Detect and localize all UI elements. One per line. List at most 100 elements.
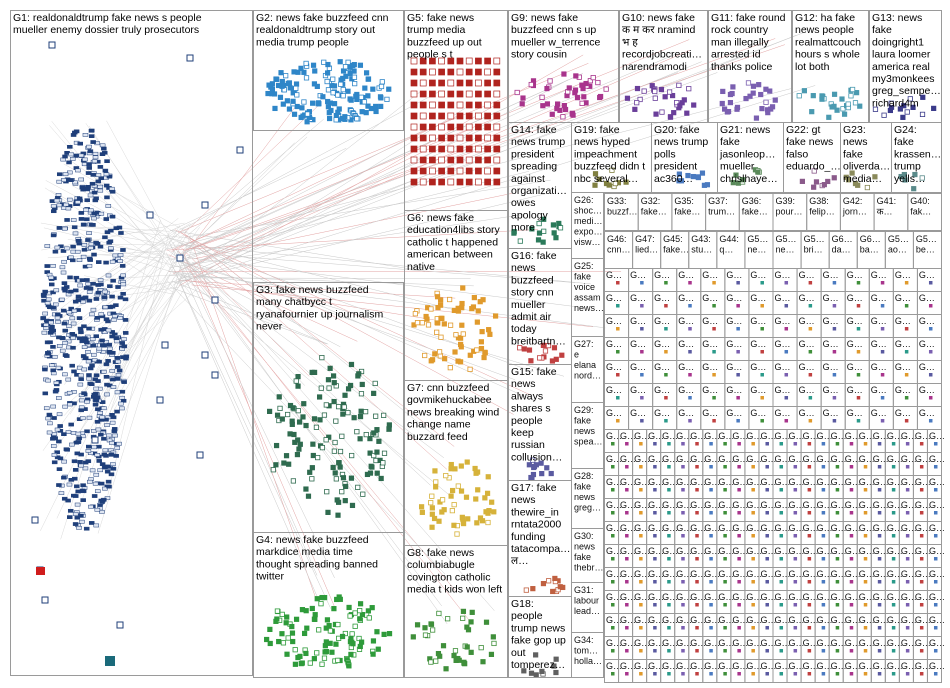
node-g6 <box>474 347 480 353</box>
group-label-line: G5… <box>916 234 937 244</box>
small-group-label: G… <box>750 293 766 303</box>
node-g1 <box>71 369 77 374</box>
small-group-label: G… <box>606 638 622 648</box>
node-small <box>904 350 909 354</box>
node-g1 <box>47 305 53 309</box>
node-g7 <box>482 495 488 501</box>
node-small <box>723 672 727 676</box>
node-g2 <box>278 70 284 76</box>
small-group-label: G… <box>775 592 791 602</box>
node-g12 <box>796 93 802 99</box>
small-group-label: G… <box>662 523 678 533</box>
group-label-line: trump media <box>407 24 466 36</box>
node-g1 <box>84 340 90 345</box>
group-label-g37: G37:trum… <box>708 196 735 217</box>
node-g4 <box>289 623 295 630</box>
node-small <box>877 672 882 676</box>
node-g3 <box>381 450 388 456</box>
node-g4 <box>327 640 333 646</box>
edge <box>166 252 332 609</box>
node-small <box>616 327 620 331</box>
node-small <box>832 281 837 285</box>
group-label-line: buzzf… <box>607 207 638 217</box>
node-small <box>611 649 615 653</box>
node-g1 <box>201 351 209 359</box>
node-g1 <box>103 183 110 188</box>
node-small <box>905 534 910 538</box>
node-g15 <box>531 464 537 471</box>
node-small <box>779 649 784 653</box>
node-g1 <box>104 469 111 474</box>
small-group-label: G… <box>732 615 748 625</box>
group-label-g42: G42:jorn… <box>842 196 867 217</box>
group-label-line: native <box>407 261 435 273</box>
group-label-line: G23: <box>843 124 866 136</box>
node-g6 <box>447 365 453 371</box>
group-label-line: lead… <box>574 606 600 616</box>
small-group-label: G… <box>817 569 833 579</box>
node-g1 <box>102 235 108 240</box>
node-g2 <box>378 83 385 90</box>
group-label-line: G6: news fake <box>407 212 474 224</box>
node-g1 <box>116 225 123 230</box>
node-small <box>779 534 784 538</box>
node-small <box>880 281 885 285</box>
node-g1 <box>67 144 73 149</box>
node-small <box>863 488 868 492</box>
node-small <box>639 557 643 561</box>
node-g3 <box>343 483 349 490</box>
node-g1 <box>74 451 81 456</box>
node-small <box>709 534 713 538</box>
node-g6 <box>428 358 434 364</box>
group-label-line: fak… <box>910 207 931 217</box>
node-small <box>928 373 933 377</box>
small-group-label: G… <box>718 431 734 441</box>
node-g1 <box>94 489 101 494</box>
node-small <box>760 350 764 354</box>
node-g1 <box>76 336 83 341</box>
node-small <box>933 580 938 584</box>
node-g15 <box>530 457 536 463</box>
node-g1 <box>70 218 77 222</box>
small-group-label: G… <box>929 592 945 602</box>
node-g5 <box>429 112 436 120</box>
small-group-label: G… <box>775 339 791 349</box>
edge <box>182 129 426 255</box>
small-group-label: G… <box>799 316 815 326</box>
node-small <box>751 626 755 630</box>
node-g5 <box>493 90 501 98</box>
small-group-label: G… <box>901 523 917 533</box>
node-small <box>611 488 615 492</box>
node-small <box>640 419 644 423</box>
node-small <box>784 327 789 331</box>
node-g1 <box>87 149 94 154</box>
small-group-label: G… <box>662 592 678 602</box>
small-group-label: G… <box>859 454 875 464</box>
group-label-line: stu… <box>691 245 712 255</box>
node-small <box>667 580 671 584</box>
node-g1 <box>70 431 77 435</box>
node-g1 <box>62 404 68 409</box>
node-g4 <box>349 631 355 637</box>
node-g6 <box>467 352 473 358</box>
node-g4 <box>348 651 354 658</box>
node-g8 <box>451 652 457 659</box>
node-g5 <box>410 112 418 120</box>
group-label-line: G1: realdonaldtrump fake news s people <box>13 12 202 24</box>
node-g1 <box>91 159 98 164</box>
group-label-line: my3monkees <box>872 73 934 85</box>
group-label-line: G41: <box>877 196 897 206</box>
node-g3 <box>274 412 281 418</box>
group-label-g35: G35:fake… <box>674 196 700 217</box>
node-g4 <box>319 594 325 601</box>
group-label-line: G33: <box>607 196 627 206</box>
group-label-line: news… <box>574 303 604 313</box>
node-small <box>765 534 769 538</box>
small-group-label: G… <box>746 431 762 441</box>
node-g3 <box>351 415 357 421</box>
small-group-label: G… <box>676 477 692 487</box>
node-g1 <box>79 519 85 524</box>
node-small <box>765 511 769 515</box>
node-g10 <box>691 102 697 108</box>
